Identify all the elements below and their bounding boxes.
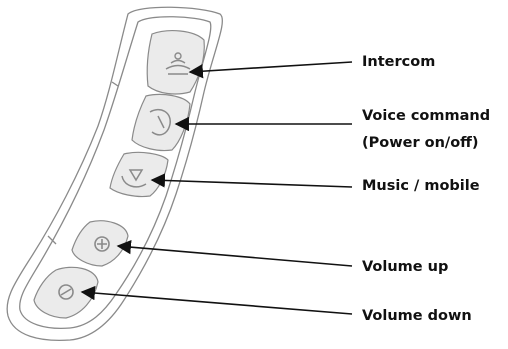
volume-down-button[interactable] — [33, 266, 99, 319]
label-music-mobile: Music / mobile — [362, 177, 480, 195]
label-intercom: Intercom — [362, 53, 435, 71]
label-volume-down: Volume down — [362, 307, 472, 325]
plus-icon — [94, 236, 110, 252]
volume-up-button[interactable] — [71, 220, 129, 267]
label-volume-up-line-1: Volume up — [362, 259, 449, 275]
music-mobile-icon — [121, 169, 147, 188]
label-volume-up: Volume up — [362, 258, 448, 276]
voice-command-button[interactable] — [131, 93, 191, 152]
label-music-mobile-line-1: Music / mobile — [362, 178, 480, 194]
music-mobile-button[interactable] — [109, 151, 169, 198]
label-voice-command-line-1: Voice command — [362, 108, 491, 124]
music-mobile-arrow — [150, 173, 353, 188]
intercom-button[interactable] — [146, 30, 205, 95]
minus-icon — [58, 284, 74, 300]
volume-down-arrow — [80, 285, 353, 315]
label-volume-down-line-1: Volume down — [362, 308, 472, 324]
volume-up-arrow — [116, 239, 353, 267]
label-voice-command: Voice command (Power on/off) — [362, 103, 490, 157]
voice-command-icon — [149, 108, 171, 136]
intercom-arrow — [188, 61, 353, 79]
label-voice-command-line-2: (Power on/off) — [362, 135, 479, 151]
label-intercom-line-1: Intercom — [362, 54, 436, 70]
intercom-icon — [165, 52, 191, 75]
